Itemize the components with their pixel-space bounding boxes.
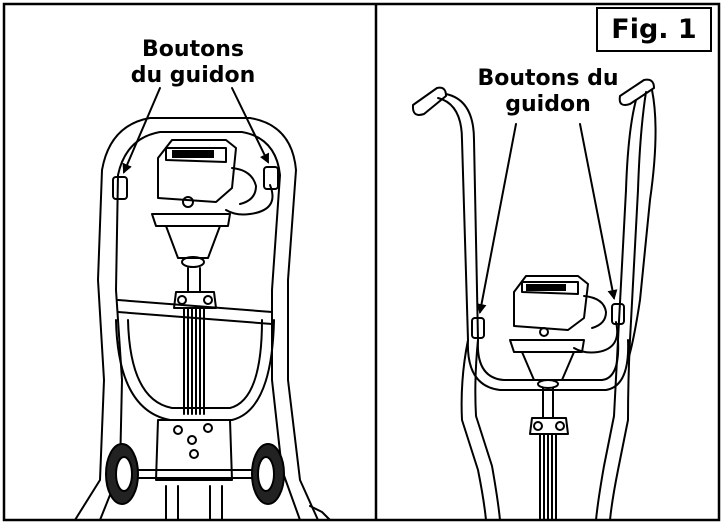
left-panel-illustration bbox=[74, 87, 331, 521]
right-lower-loop bbox=[466, 339, 630, 391]
right-handle-right-bar bbox=[609, 91, 647, 521]
right-cable bbox=[627, 89, 657, 361]
right-ribbed-shaft bbox=[539, 433, 557, 521]
right-handle-left-grip bbox=[411, 86, 447, 116]
left-gear-plate bbox=[151, 213, 231, 227]
right-handle-button-left bbox=[471, 317, 485, 339]
left-cone bbox=[165, 225, 221, 259]
right-motor-housing bbox=[513, 275, 589, 331]
left-cable bbox=[225, 184, 274, 216]
left-axle bbox=[137, 469, 257, 479]
left-motor-side bbox=[231, 167, 257, 205]
right-handle-right-grip bbox=[618, 78, 655, 106]
right-gear-plate bbox=[509, 339, 585, 353]
left-shaft bbox=[187, 267, 201, 293]
left-handle-button-left bbox=[112, 176, 128, 200]
right-panel-label: Boutons du guidon bbox=[463, 66, 633, 118]
figure-label: Fig. 1 bbox=[596, 7, 712, 52]
left-motor-housing bbox=[157, 139, 237, 203]
left-base-block bbox=[155, 419, 233, 481]
left-label-line-2: du guidon bbox=[130, 63, 256, 88]
right-handle-right-bar-inner bbox=[595, 99, 637, 521]
left-handle-frame bbox=[74, 117, 319, 521]
left-motor-top bbox=[165, 147, 227, 163]
right-panel-illustration bbox=[411, 78, 657, 521]
left-shaft-clamp bbox=[173, 291, 217, 309]
right-label-line-2: guidon bbox=[505, 92, 591, 117]
left-handle-frame-inner bbox=[99, 131, 301, 521]
right-shaft-clamp bbox=[529, 417, 569, 435]
right-handle-button-right bbox=[611, 303, 625, 325]
right-cone bbox=[521, 351, 575, 381]
right-handle-left-bar-inner bbox=[445, 93, 501, 521]
right-lower-loop-inner bbox=[476, 339, 620, 381]
right-handle-left-bar bbox=[437, 97, 487, 521]
right-motor-top bbox=[521, 281, 579, 295]
right-label-line-1: Boutons du bbox=[477, 66, 619, 91]
left-ribbed-shaft bbox=[183, 307, 205, 415]
left-panel-label: Boutons du guidon bbox=[108, 37, 278, 89]
left-label-line-1: Boutons bbox=[142, 37, 244, 62]
